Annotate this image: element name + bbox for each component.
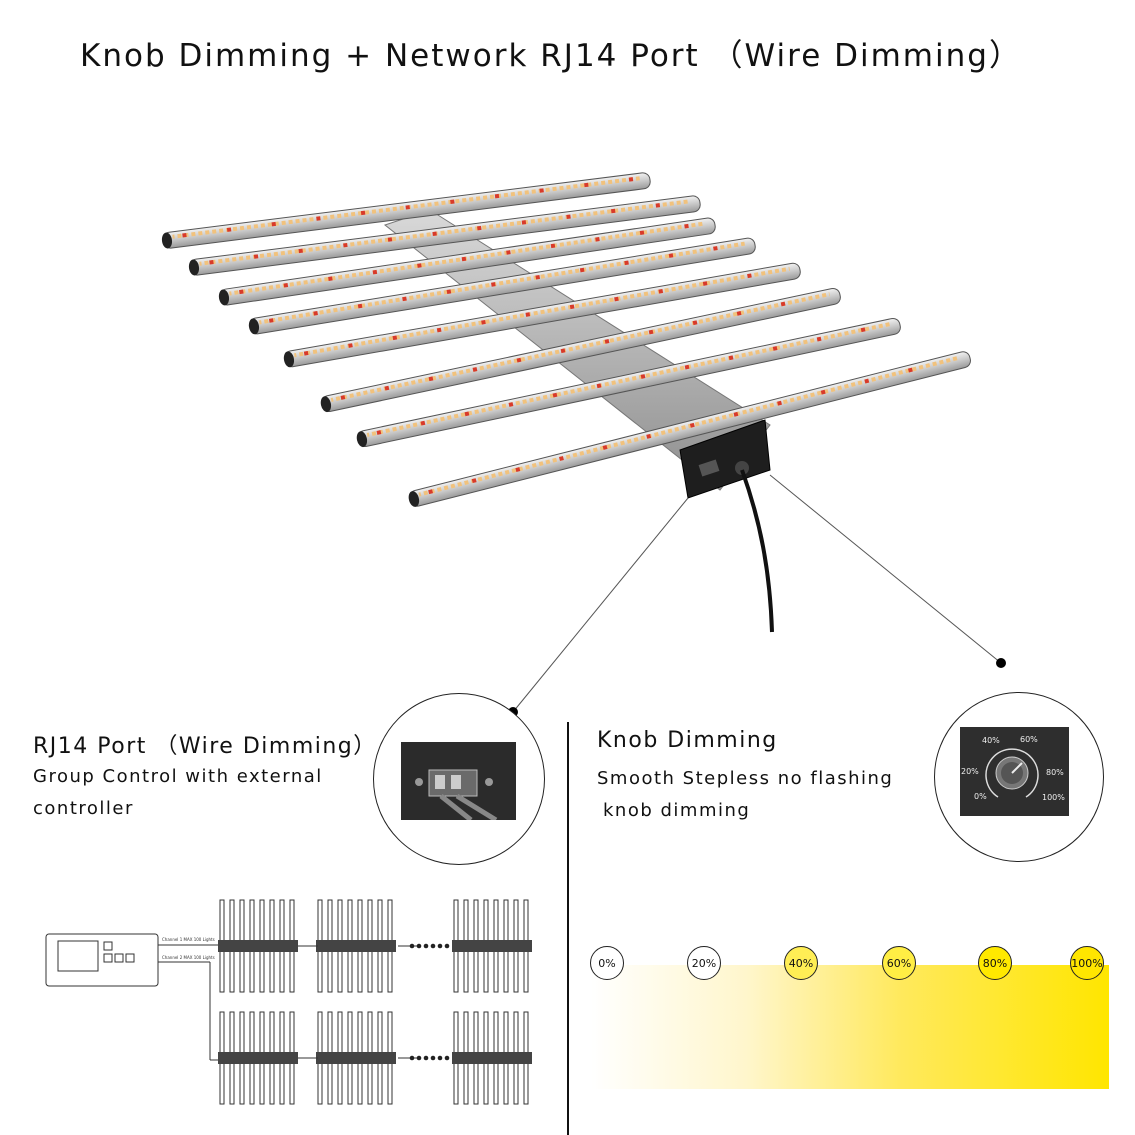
led-light-bar [218, 217, 716, 306]
fixture-icon [218, 1011, 298, 1105]
level-circle-5: 100% [1070, 946, 1104, 980]
rj14-port-photo [401, 742, 516, 823]
led-light-bar [356, 317, 901, 448]
led-light-bar [161, 172, 651, 249]
knob-dial-photo: 40% 60% 20% 80% 0% 100% [960, 727, 1069, 816]
led-light-bar [283, 262, 801, 368]
dial-label-20: 20% [961, 767, 979, 776]
page-title: Knob Dimming + Network RJ14 Port （Wire D… [80, 38, 1022, 74]
dial-label-40: 40% [982, 736, 1000, 745]
channel1-label: Channel 1 MAX 100 Lights [162, 937, 215, 942]
channel2-label: Channel 2 MAX 100 Lights [162, 955, 215, 960]
dial-label-0: 0% [974, 792, 987, 801]
section-divider [567, 722, 569, 1135]
led-light-bar [188, 195, 701, 276]
level-circle-2: 40% [784, 946, 818, 980]
led-light-bar [408, 351, 971, 507]
fixture-icon [316, 899, 396, 993]
level-circle-0: 0% [590, 946, 624, 980]
dimming-brightness-gradient [591, 965, 1109, 1089]
led-light-bar [248, 237, 756, 335]
rj14-description-line1: Group Control with external [33, 766, 323, 787]
rj14-description-line2: controller [33, 798, 134, 819]
level-circle-1: 20% [687, 946, 721, 980]
level-circle-3: 60% [882, 946, 916, 980]
group-control-wiring-diagram: Channel 1 MAX 100 Lights Channel 2 MAX 1… [45, 899, 532, 1105]
knob-description-line1: Smooth Stepless no flashing [597, 768, 894, 789]
knob-section-title: Knob Dimming [597, 728, 778, 753]
led-light-bar [320, 287, 841, 413]
fixture-icon [218, 899, 298, 993]
fixture-icon [452, 1011, 532, 1105]
level-circle-4: 80% [978, 946, 1012, 980]
knob-description-line2: knob dimming [603, 800, 751, 821]
rj14-section-title: RJ14 Port （Wire Dimming） [33, 734, 377, 759]
dial-label-80: 80% [1046, 768, 1064, 777]
fixture-icon [316, 1011, 396, 1105]
dial-label-100: 100% [1042, 793, 1065, 802]
fixture-icon [452, 899, 532, 993]
dial-label-60: 60% [1020, 735, 1038, 744]
